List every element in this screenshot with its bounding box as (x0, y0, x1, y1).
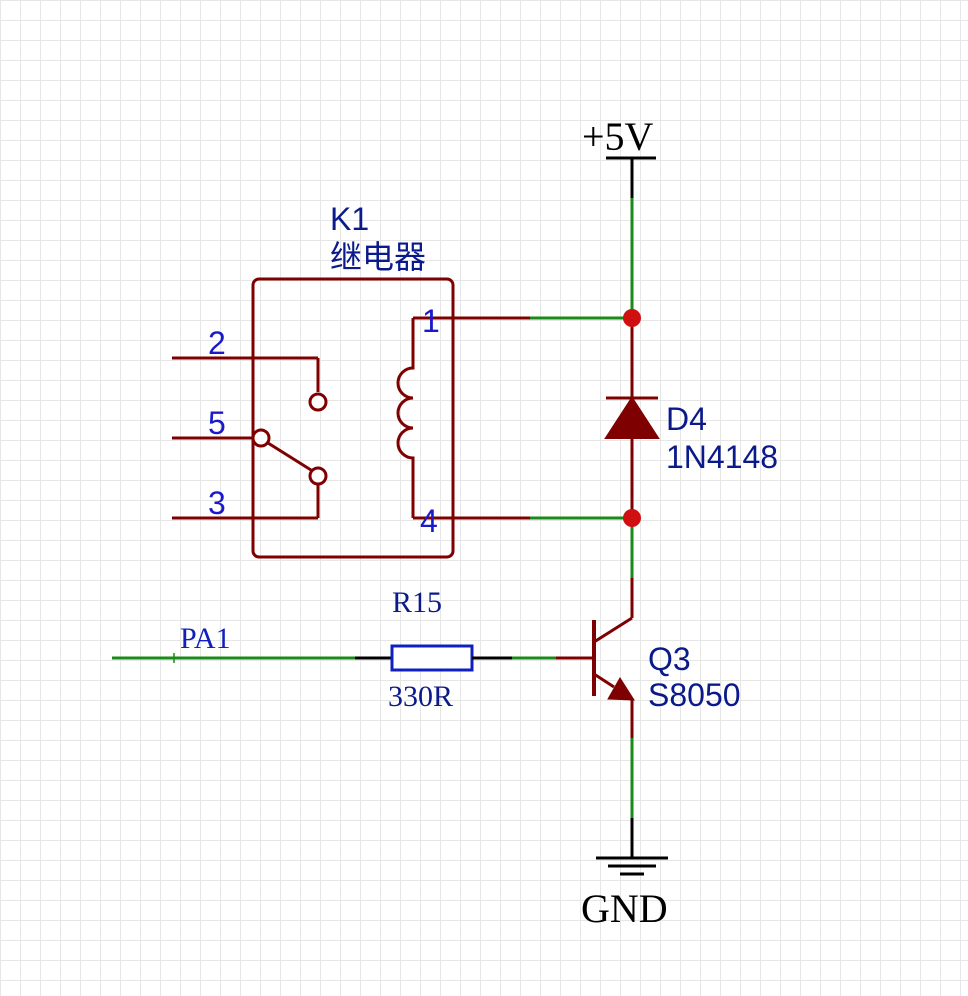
relay-pin3-label: 3 (208, 485, 226, 521)
relay-pin1-label: 1 (422, 303, 440, 339)
net-label-pa1: PA1 (180, 622, 231, 655)
relay-coil (396, 318, 415, 518)
diode-part: 1N4148 (666, 439, 778, 475)
relay-pin2-label: 2 (208, 325, 226, 361)
relay-body (251, 277, 455, 559)
relay-contact-no (308, 466, 328, 486)
power-label: +5V (582, 114, 654, 159)
diode-designator: D4 (666, 401, 707, 437)
relay-pin4-label: 4 (420, 503, 438, 539)
power-symbol-5v: +5V (582, 114, 656, 198)
diode-d4: D4 1N4148 (604, 318, 778, 518)
relay-contact-common (251, 428, 271, 448)
resistor-r15: R15 330R (355, 586, 512, 713)
transistor-emitter-arm (593, 672, 615, 689)
transistor-designator: Q3 (648, 641, 691, 677)
junction-dot-bottom (623, 509, 641, 527)
resistor-designator: R15 (392, 586, 442, 619)
relay-name: 继电器 (330, 239, 426, 275)
transistor-collector-arm (593, 616, 633, 644)
transistor-emitter-arrow (607, 677, 635, 701)
diode-triangle (604, 396, 660, 439)
relay-switch-arm (267, 441, 312, 472)
ground-label: GND (581, 886, 668, 931)
relay-designator: K1 (330, 201, 369, 237)
transistor-part: S8050 (648, 677, 741, 713)
transistor-q3: Q3 S8050 (556, 578, 741, 738)
relay-contact-nc (308, 392, 328, 412)
resistor-body (390, 644, 474, 672)
junction-dot-top (623, 309, 641, 327)
resistor-value: 330R (388, 680, 453, 713)
relay-k1: K1 继电器 1 2 5 3 4 (172, 201, 530, 559)
ground-symbol: GND (581, 818, 668, 931)
input-net: PA1 (112, 622, 355, 663)
relay-pin5-label: 5 (208, 405, 226, 441)
